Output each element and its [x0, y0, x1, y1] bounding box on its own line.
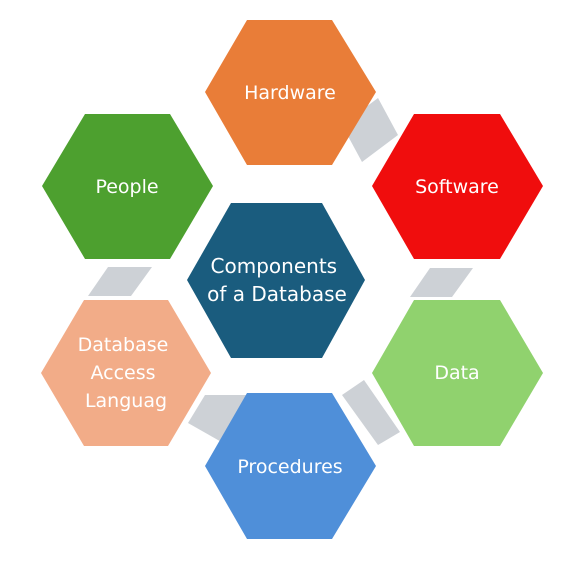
- labels: Hardware Software Data Procedures Databa…: [78, 82, 499, 478]
- label-database-access: Database Access Languag: [78, 334, 175, 412]
- hex-procedures: [205, 393, 376, 539]
- label-people: People: [95, 176, 158, 198]
- connector-data-procedures: [342, 380, 400, 445]
- hex-hardware: [205, 20, 376, 165]
- hex-database-access: [41, 300, 211, 446]
- hex-data: [372, 300, 543, 446]
- label-software: Software: [415, 176, 499, 198]
- hex-center: [187, 203, 365, 358]
- connector-database-people: [88, 267, 152, 296]
- label-center: Components of a Database: [207, 254, 347, 306]
- hexagons: [41, 20, 543, 539]
- hex-software: [372, 114, 543, 259]
- hex-people: [42, 114, 213, 259]
- connectors: [88, 98, 473, 448]
- connector-hardware-software: [342, 98, 398, 162]
- label-hardware: Hardware: [244, 82, 336, 104]
- label-procedures: Procedures: [237, 456, 342, 478]
- label-data: Data: [434, 362, 479, 384]
- connector-software-data: [410, 268, 473, 297]
